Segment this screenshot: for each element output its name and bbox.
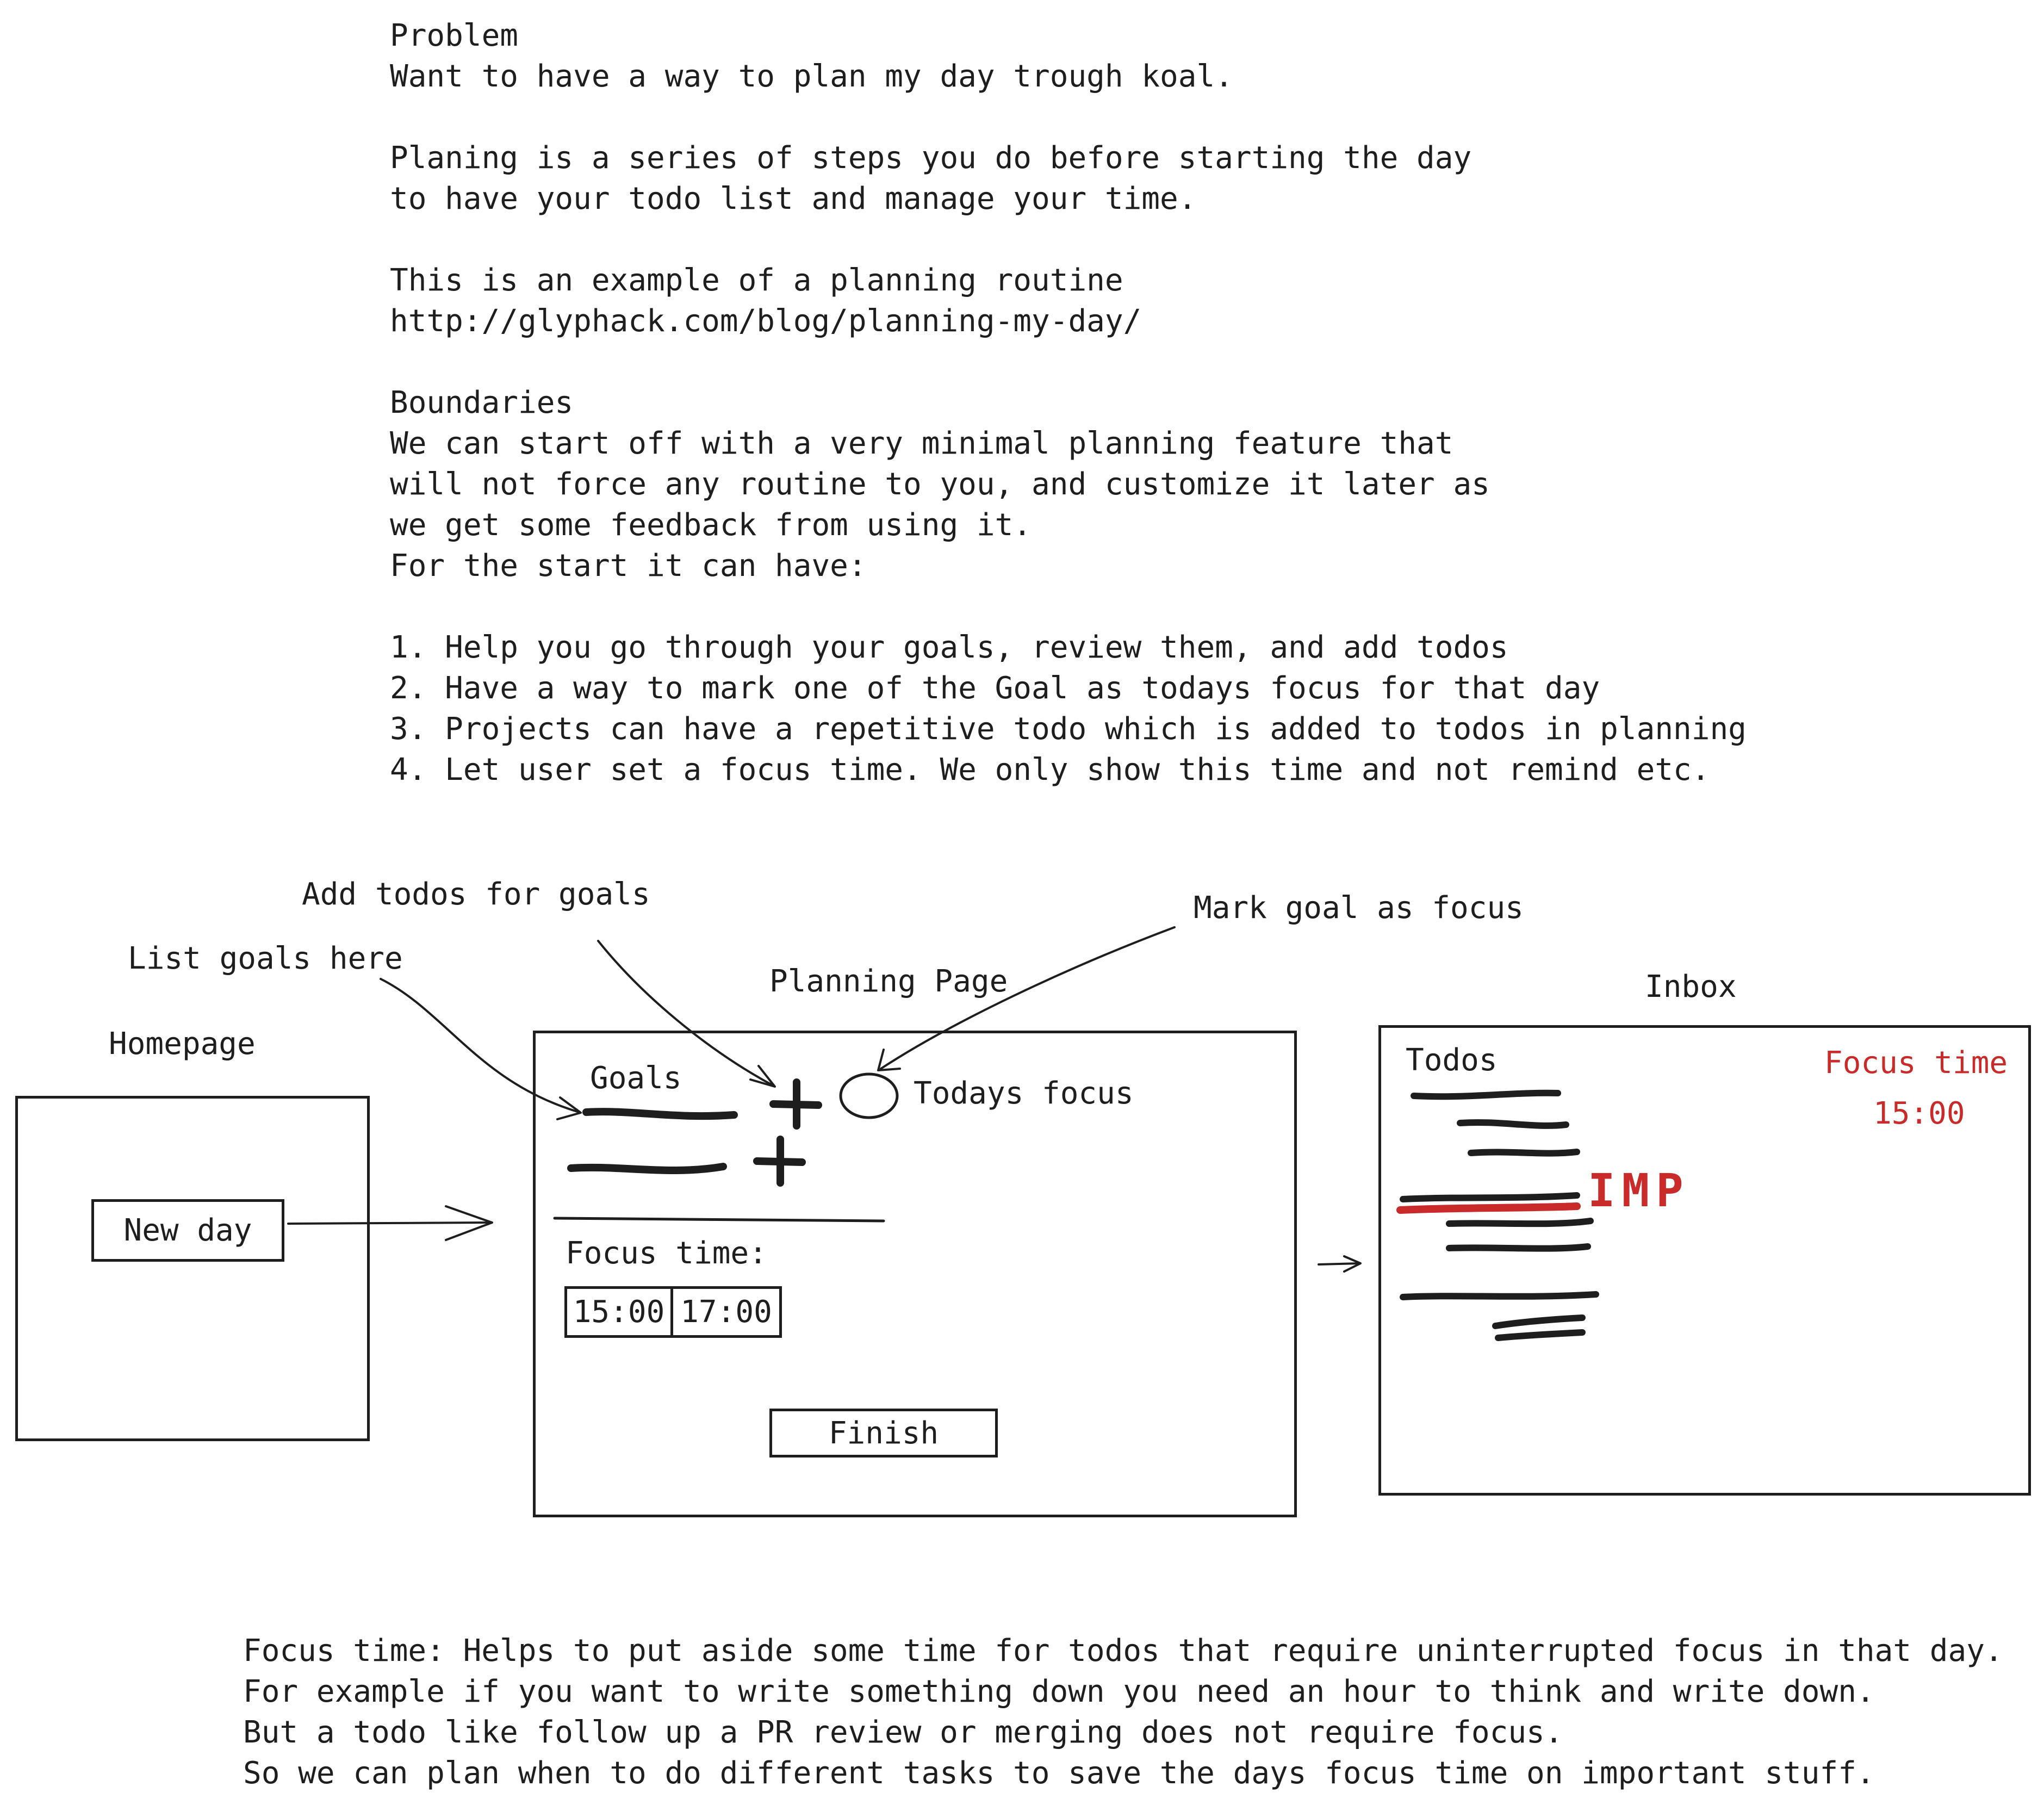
homepage-title: Homepage	[109, 1026, 256, 1062]
focus-circle-icon	[839, 1072, 899, 1119]
arrow-add-todos	[597, 940, 773, 1086]
boundaries-line: will not force any routine to you, and c…	[390, 467, 1490, 502]
footer-line: But a todo like follow up a PR review or…	[243, 1715, 1563, 1750]
arrow-planning-to-inbox	[1318, 1262, 1360, 1266]
footer-line: So we can plan when to do different task…	[243, 1756, 1875, 1791]
arrow-home-to-planning	[287, 1221, 490, 1225]
todo-line	[1446, 1218, 1594, 1227]
arrow-list-goals	[380, 978, 580, 1113]
list-item: 4. Let user set a focus time. We only sh…	[390, 752, 1710, 787]
boundaries-heading: Boundaries	[390, 385, 574, 420]
focus-time-input[interactable]: 15:00 17:00	[564, 1286, 782, 1338]
plus-icon	[769, 1078, 822, 1130]
inbox-focus-time-value: 15:00	[1873, 1096, 1965, 1131]
arrow-mark-focus	[880, 926, 1176, 1070]
finish-button[interactable]: Finish	[769, 1409, 998, 1458]
routine-link[interactable]: http://glyphack.com/blog/planning-my-day…	[390, 303, 1142, 339]
annotation-mark-focus: Mark goal as focus	[1194, 890, 1524, 926]
todo-line	[1400, 1192, 1580, 1202]
footer-line: Focus time: Helps to put aside some time…	[243, 1633, 2003, 1669]
finish-label: Finish	[828, 1415, 939, 1451]
problem-line: to have your todo list and manage your t…	[390, 181, 1197, 216]
boundaries-line: we get some feedback from using it.	[390, 507, 1032, 543]
annotation-list-goals: List goals here	[128, 941, 403, 976]
goal-line-1	[582, 1108, 738, 1120]
todo-line	[1492, 1314, 1586, 1329]
list-item: 3. Projects can have a repetitive todo w…	[390, 711, 1747, 747]
new-day-button[interactable]: New day	[91, 1199, 284, 1262]
problem-line: This is an example of a planning routine	[390, 263, 1123, 298]
planning-title: Planning Page	[769, 964, 1008, 999]
todo-line	[1411, 1089, 1561, 1100]
goal-line-2	[567, 1163, 727, 1175]
footer-line: For example if you want to write somethi…	[243, 1674, 1875, 1709]
time-end-field[interactable]: 17:00	[680, 1294, 772, 1330]
todo-line	[1457, 1119, 1569, 1129]
homepage-frame: New day	[15, 1096, 370, 1441]
important-tag: IMP	[1588, 1164, 1690, 1217]
planning-frame	[533, 1031, 1297, 1517]
todo-line	[1468, 1149, 1580, 1157]
boundaries-line: We can start off with a very minimal pla…	[390, 426, 1453, 461]
problem-heading: Problem	[390, 18, 519, 53]
list-item: 1. Help you go through your goals, revie…	[390, 630, 1508, 665]
inbox-focus-time-label: Focus time	[1824, 1045, 2008, 1081]
todo-line	[1495, 1329, 1586, 1341]
problem-line: Want to have a way to plan my day trough…	[390, 59, 1233, 94]
new-day-label: New day	[123, 1213, 252, 1248]
goals-label: Goals	[590, 1060, 682, 1096]
todo-line	[1446, 1243, 1591, 1252]
inbox-frame	[1378, 1025, 2031, 1496]
plus-icon	[753, 1136, 806, 1187]
time-start-field[interactable]: 15:00	[567, 1289, 673, 1335]
focus-time-label: Focus time:	[566, 1236, 767, 1271]
important-strike	[1396, 1202, 1581, 1214]
todays-focus-label: Todays focus	[914, 1076, 1134, 1111]
boundaries-line: For the start it can have:	[390, 548, 867, 584]
problem-line: Planing is a series of steps you do befo…	[390, 140, 1472, 176]
inbox-title: Inbox	[1645, 969, 1737, 1004]
annotation-add-todos: Add todos for goals	[302, 877, 650, 912]
list-item: 2. Have a way to mark one of the Goal as…	[390, 671, 1600, 706]
todo-line	[1400, 1291, 1599, 1300]
divider	[553, 1217, 885, 1223]
todos-label: Todos	[1406, 1043, 1498, 1078]
